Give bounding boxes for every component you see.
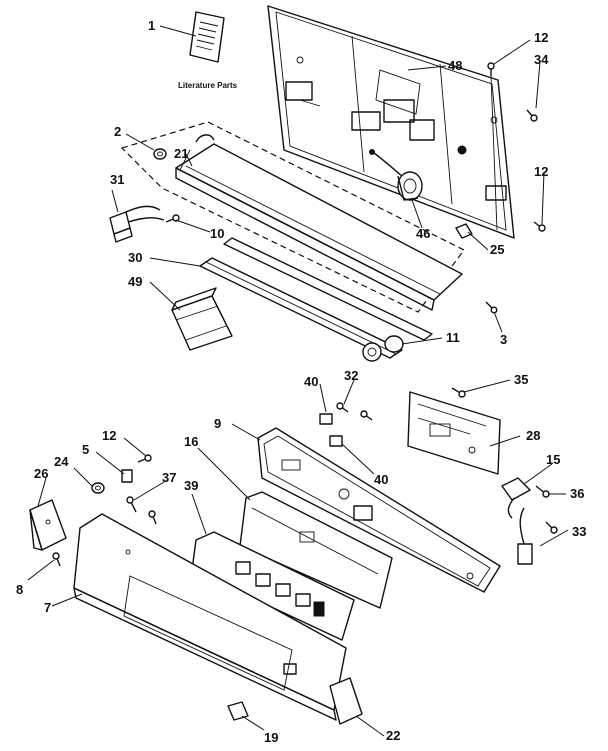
screw-8 xyxy=(52,552,61,567)
callout-40-top: 40 xyxy=(304,374,318,389)
screw-12-left xyxy=(137,454,152,463)
callout-9: 9 xyxy=(214,416,221,431)
screw-35 xyxy=(451,387,466,398)
callout-32: 32 xyxy=(344,368,358,383)
front-control-panel-7 xyxy=(73,513,347,721)
callout-39: 39 xyxy=(184,478,198,493)
callout-34: 34 xyxy=(534,52,549,67)
callout-40-lower: 40 xyxy=(374,472,388,487)
callout-25: 25 xyxy=(490,242,504,257)
callout-33: 33 xyxy=(572,524,586,539)
callout-5: 5 xyxy=(82,442,89,457)
screw-37 xyxy=(126,496,157,525)
clip-40-lower xyxy=(329,435,343,447)
screw-12-right xyxy=(533,221,546,232)
callout-36: 36 xyxy=(570,486,584,501)
screw-32 xyxy=(336,402,373,421)
callout-24: 24 xyxy=(54,454,69,469)
overlay-panel-16 xyxy=(239,491,393,609)
callout-labels: 1 2 21 31 10 30 49 11 3 25 46 48 12 34 1… xyxy=(16,18,586,745)
callout-31: 31 xyxy=(110,172,124,187)
callout-1: 1 xyxy=(148,18,155,33)
callout-15: 15 xyxy=(546,452,560,467)
button-19 xyxy=(227,701,249,721)
clip-5 xyxy=(121,469,133,483)
callout-46: 46 xyxy=(416,226,430,241)
tube-channel-30 xyxy=(199,237,433,359)
screw-34 xyxy=(526,109,538,122)
switch-31 xyxy=(109,205,165,243)
end-cap-11 xyxy=(362,335,404,362)
clip-25 xyxy=(455,223,473,239)
nut-2 xyxy=(153,148,167,160)
callout-16: 16 xyxy=(184,434,198,449)
screw-3 xyxy=(485,301,498,314)
callout-19: 19 xyxy=(264,730,278,745)
screw-12-top xyxy=(487,62,498,231)
literature-parts-label: Literature Parts xyxy=(178,81,238,90)
clip-40-top xyxy=(319,413,333,425)
callout-11: 11 xyxy=(446,330,460,345)
control-board-28 xyxy=(407,391,501,475)
callout-48: 48 xyxy=(448,58,462,73)
callout-12-top: 12 xyxy=(534,30,548,45)
end-cap-22 xyxy=(329,677,363,725)
callout-8: 8 xyxy=(16,582,23,597)
callout-7: 7 xyxy=(44,600,51,615)
console-frame-9 xyxy=(257,427,501,593)
callout-3: 3 xyxy=(500,332,507,347)
callout-35: 35 xyxy=(514,372,528,387)
callout-49: 49 xyxy=(128,274,142,289)
component-15 xyxy=(501,477,531,519)
callout-12-right: 12 xyxy=(534,164,548,179)
screw-10 xyxy=(165,214,180,223)
callout-12-left: 12 xyxy=(102,428,116,443)
callout-28: 28 xyxy=(526,428,540,443)
nut-24 xyxy=(91,482,105,494)
rear-console-panel xyxy=(267,5,515,239)
callout-21: 21 xyxy=(174,146,188,161)
component-33 xyxy=(517,507,558,565)
callout-30: 30 xyxy=(128,250,142,265)
callout-10: 10 xyxy=(210,226,224,241)
literature-parts-booklet: Literature Parts xyxy=(178,11,238,90)
console-top-cover xyxy=(175,134,463,311)
callout-37: 37 xyxy=(162,470,176,485)
leader-lines xyxy=(27,25,569,737)
wire-harness-connector xyxy=(369,149,423,201)
screw-36 xyxy=(535,485,550,498)
callout-26: 26 xyxy=(34,466,48,481)
side-bracket-26 xyxy=(29,499,67,551)
bracket-49 xyxy=(171,287,233,351)
callout-2: 2 xyxy=(114,124,121,139)
callout-22: 22 xyxy=(386,728,400,743)
